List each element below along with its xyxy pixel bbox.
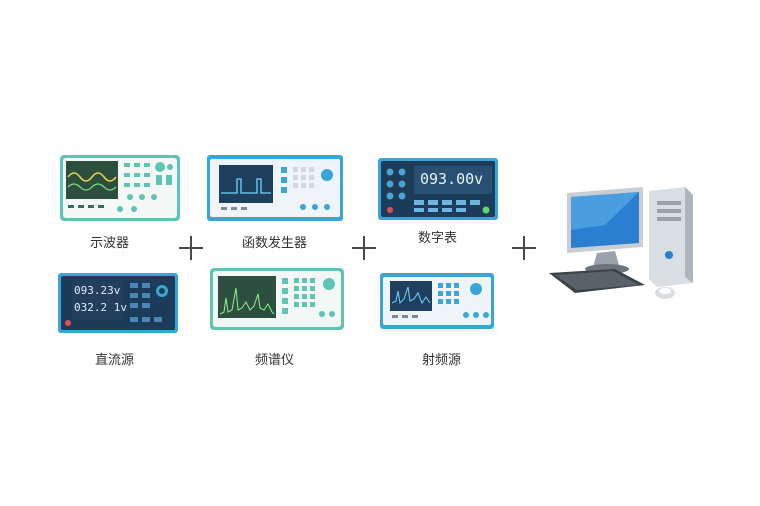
dc-source-reading-1: 093.23v (74, 284, 121, 297)
plus-icon (512, 236, 536, 260)
dc-source (58, 273, 178, 333)
oscilloscope-label: 示波器 (90, 236, 130, 251)
dc-source-label: 直流源 (95, 353, 135, 368)
function-generator-label: 函数发生器 (242, 236, 308, 251)
plus-icon (179, 236, 203, 260)
computer-icon (545, 185, 705, 305)
spectrum-analyzer (210, 268, 344, 330)
plus-icon (352, 236, 376, 260)
digital-meter-reading: 093.00v (420, 170, 484, 188)
dc-source-reading-2: 032.2 1v (74, 301, 127, 314)
digital-meter (378, 158, 498, 220)
function-generator (207, 155, 343, 221)
rf-source-label: 射频源 (422, 353, 462, 368)
digital-meter-label: 数字表 (418, 231, 458, 246)
rf-source (380, 273, 494, 329)
spectrum-analyzer-label: 频谱仪 (255, 353, 295, 368)
oscilloscope (60, 155, 180, 221)
